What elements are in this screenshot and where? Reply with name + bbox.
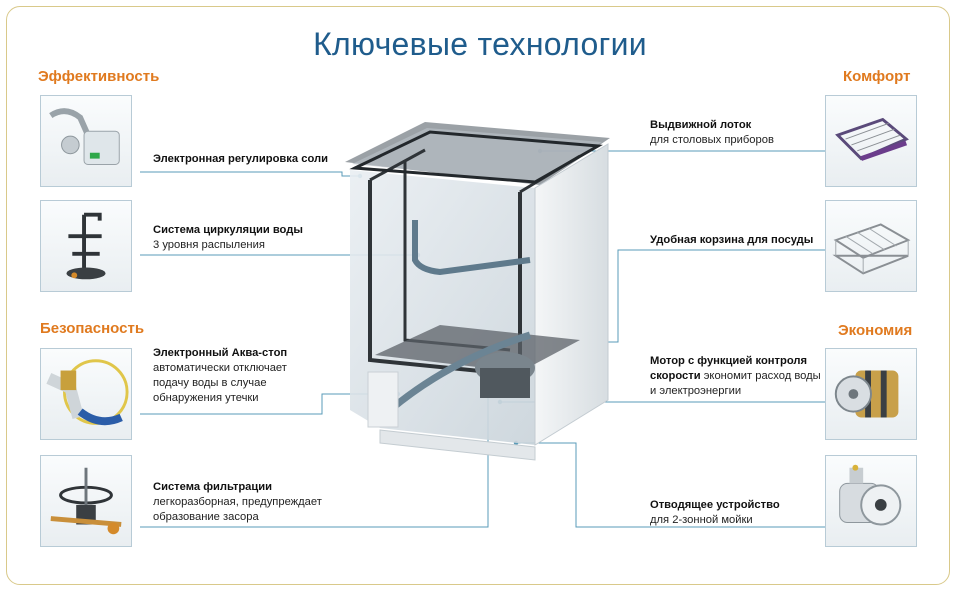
section-comfort: Комфорт [843,68,911,85]
thumb-basket [825,200,917,292]
feature-filter-line2: легкоразборная, предупреждает [153,496,322,508]
feature-aquastop-title: Электронный Аква-стоп [153,347,288,359]
section-economy: Экономия [838,322,913,339]
feature-circulation-sub: 3 уровня распыления [153,239,265,251]
feature-filter-line3: образование засора [153,511,259,523]
dish-basket-icon [832,223,911,275]
feature-aquastop: Электронный Аква-стоп автоматически откл… [153,346,287,406]
thumb-drain [825,455,917,547]
feature-circulation-title: Система циркуляции воды [153,224,303,236]
motor-icon [834,370,899,418]
section-safety: Безопасность [40,320,145,337]
page-title: Ключевые технологии [313,26,647,62]
feature-filter: Система фильтрации легкоразборная, преду… [153,480,322,525]
feature-motor-line2-bold: скорости [650,370,701,382]
thumb-motor [825,348,917,440]
thumb-aquastop [40,348,132,440]
feature-motor-line3: и электроэнергии [650,385,742,397]
thumb-salt [40,95,132,187]
thumb-circulation [40,200,132,292]
feature-motor-line2: экономит расход воды [700,370,821,382]
feature-drain-sub: для 2-зонной мойки [650,514,753,526]
feature-aquastop-line4: обнаружения утечки [153,392,259,404]
cutlery-tray-icon [835,117,909,161]
thumb-tray [825,95,917,187]
section-efficiency: Эффективность [38,68,160,85]
feature-tray-line2: для столовых приборов [650,134,774,146]
feature-aquastop-line3: подачу воды в случае [153,377,267,389]
feature-aquastop-line2: автоматически отключает [153,362,287,374]
thumb-filter [40,455,132,547]
salt-dispenser-icon [49,108,120,165]
feature-motor: Мотор с функцией контроля скорости эконо… [650,354,821,399]
feature-tray: Выдвижной лоток для столовых приборов [650,118,774,148]
drain-pump-icon [839,464,902,526]
feature-drain-title: Отводящее устройство [650,499,780,511]
feature-basket-title: Удобная корзина для посуды [650,234,814,246]
filter-assembly-icon [50,467,122,535]
feature-basket: Удобная корзина для посуды [650,233,813,248]
dishwasher-illustration [345,122,610,461]
feature-tray-line1: Выдвижной лоток [650,119,752,131]
feature-circulation: Система циркуляции воды 3 уровня распыле… [153,223,303,253]
spray-arm-icon [66,212,106,280]
feature-motor-line1: Мотор с функцией контроля [650,355,808,367]
feature-salt-title: Электронная регулировка соли [153,153,328,165]
feature-filter-title: Система фильтрации [153,481,273,493]
aquastop-hose-icon [46,359,129,426]
feature-salt: Электронная регулировка соли [153,152,328,167]
feature-drain: Отводящее устройство для 2-зонной мойки [650,498,780,528]
